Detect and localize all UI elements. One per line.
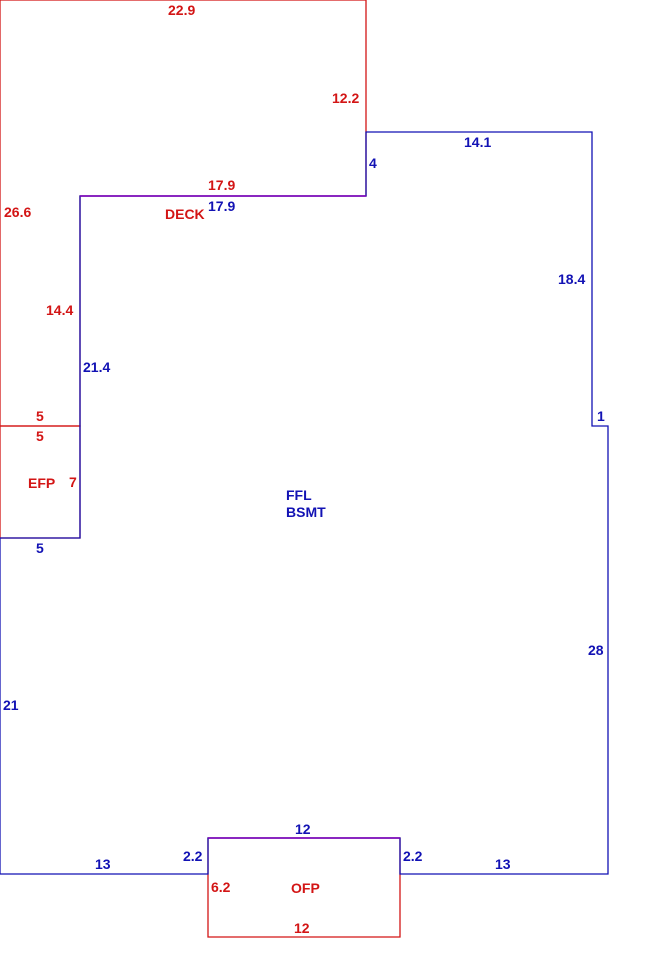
dim-deck-bottom: 17.9	[208, 177, 235, 193]
dim-ofp-left-main: 2.2	[183, 848, 203, 864]
dim-ofp-right-main: 2.2	[403, 848, 423, 864]
dim-main-left-lower: 21	[3, 697, 19, 713]
efp-label: EFP	[28, 475, 55, 491]
dim-ofp-bottom: 12	[294, 920, 310, 936]
dim-ofp-left: 6.2	[211, 879, 231, 895]
dim-deck-top: 22.9	[168, 2, 195, 18]
dim-main-left-upper: 21.4	[83, 359, 110, 375]
dim-deck-right: 12.2	[332, 90, 359, 106]
dim-main-below-efp: 5	[36, 540, 44, 556]
dim-main-top-shared: 17.9	[208, 198, 235, 214]
dim-deck-inner-left: 14.4	[46, 302, 73, 318]
ofp-label: OFP	[291, 880, 320, 896]
dim-main-notch: 4	[369, 155, 377, 171]
dim-efp-right: 7	[69, 474, 77, 490]
dim-deck-left: 26.6	[4, 204, 31, 220]
dim-main-bottom-left: 13	[95, 856, 111, 872]
dim-main-step: 1	[597, 408, 605, 424]
dim-main-top-right: 14.1	[464, 134, 491, 150]
dim-main-right-lower: 28	[588, 642, 604, 658]
main-label-line1: FFL	[286, 487, 312, 503]
dim-deck-bottom-5: 5	[36, 408, 44, 424]
dim-main-bottom-right: 13	[495, 856, 511, 872]
dim-efp-top: 5	[36, 428, 44, 444]
main-outline	[0, 131, 609, 875]
deck-label: DECK	[165, 206, 205, 222]
dim-ofp-top: 12	[295, 821, 311, 837]
dim-main-right-upper: 18.4	[558, 271, 585, 287]
main-label-line2: BSMT	[286, 504, 326, 520]
